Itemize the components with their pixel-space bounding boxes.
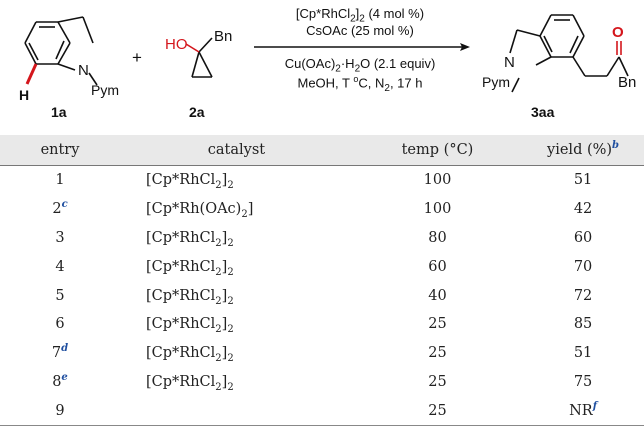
carbonyl-o-label: O <box>612 24 624 41</box>
compound-id-3aa: 3aa <box>531 104 555 120</box>
cell-yield: 51 <box>573 345 593 362</box>
indoline-h-label: H <box>19 87 30 103</box>
compound-id-1a: 1a <box>51 104 67 120</box>
header-entry: entry <box>0 135 120 166</box>
cyclopropanol-o-bond <box>185 43 200 53</box>
table-row: 8e [Cp*RhCl2]2 25 75 <box>0 368 644 397</box>
arrowhead-icon <box>460 43 470 51</box>
table-body: 1 [Cp*RhCl2]2 100 51 2c [Cp*Rh(OAc)2] 100 42 3 [C… <box>0 166 644 427</box>
cell-entry: 1 <box>55 172 65 189</box>
cyclopropanol-bn-label: Bn <box>214 28 233 45</box>
table-row: 4 [Cp*RhCl2]2 60 70 <box>0 252 644 281</box>
cell-catalyst: [Cp*RhCl2]2 <box>146 287 234 307</box>
condition-solvent: MeOH, T oC, N2, 17 h <box>297 74 423 94</box>
table-row: 3 [Cp*RhCl2]2 80 60 <box>0 224 644 253</box>
condition-additive: CsOAc (25 mol %) <box>306 23 414 38</box>
table-row: 1 [Cp*RhCl2]2 100 51 <box>0 166 644 195</box>
cell-entry: 3 <box>55 229 65 246</box>
header-yield: yield (%)b <box>522 135 644 166</box>
cell-catalyst: [Cp*RhCl2]2 <box>146 229 234 249</box>
carbonyl-bond <box>616 41 622 55</box>
cell-temp: 25 <box>428 345 447 362</box>
reaction-scheme <box>24 14 629 93</box>
cell-entry: 5 <box>55 287 65 304</box>
product-pym-label: Pym <box>482 74 510 90</box>
cell-entry: 4 <box>55 258 65 275</box>
cell-yield: 70 <box>573 258 593 275</box>
product-bn-label: Bn <box>618 74 637 91</box>
cell-yield: 42 <box>573 201 593 218</box>
plus-sign: + <box>132 48 142 67</box>
cell-entry: 2c <box>52 199 68 218</box>
cell-temp: 100 <box>423 172 452 189</box>
table-header-row: entry catalyst temp (°C) yield (%)b <box>0 135 644 166</box>
cell-catalyst <box>120 396 353 427</box>
compound-id-2a: 2a <box>189 104 205 120</box>
c7-h-bond <box>25 63 38 85</box>
cell-catalyst: [Cp*RhCl2]2 <box>146 345 234 365</box>
cell-yield: 60 <box>573 229 593 246</box>
cell-catalyst: [Cp*Rh(OAc)2] <box>146 201 254 221</box>
cell-yield: 85 <box>573 316 593 333</box>
product-structure-3aa <box>509 14 629 93</box>
cell-catalyst: [Cp*RhCl2]2 <box>146 316 234 336</box>
table-row: 6 [Cp*RhCl2]2 25 85 <box>0 310 644 339</box>
table-row: 5 [Cp*RhCl2]2 40 72 <box>0 281 644 310</box>
header-temp: temp (°C) <box>352 135 523 166</box>
product-n-label: N <box>504 54 515 71</box>
cell-entry: 7d <box>51 343 69 362</box>
cell-temp: 100 <box>423 201 452 218</box>
cell-catalyst: [Cp*RhCl2]2 <box>146 258 234 278</box>
cell-yield: 72 <box>573 287 593 304</box>
cell-entry: 8e <box>52 372 68 390</box>
cell-temp: 80 <box>428 229 447 246</box>
indoline-n-label: N <box>78 62 89 79</box>
cell-entry: 6 <box>55 316 65 333</box>
header-catalyst: catalyst <box>120 135 353 166</box>
cell-yield: 51 <box>573 172 593 189</box>
cell-catalyst: [Cp*RhCl2]2 <box>146 373 234 393</box>
cell-temp: 25 <box>352 396 523 427</box>
cell-temp: 40 <box>428 287 447 304</box>
optimization-table: entry catalyst temp (°C) yield (%)b 1 [Cp… <box>0 135 644 427</box>
cell-temp: 60 <box>428 258 447 275</box>
cell-catalyst: [Cp*RhCl2]2 <box>146 172 234 192</box>
hydroxyl-label: HO <box>165 36 188 53</box>
indoline-pym-label: Pym <box>91 82 119 98</box>
condition-catalyst: [Cp*RhCl2]2 (4 mol %) <box>295 6 425 25</box>
cell-yield: NRf <box>522 396 644 427</box>
cell-temp: 25 <box>428 316 447 333</box>
cell-entry: 9 <box>0 396 120 427</box>
cell-yield: 75 <box>573 373 593 390</box>
table-row: 2c [Cp*Rh(OAc)2] 100 42 <box>0 195 644 224</box>
cell-temp: 25 <box>428 373 447 390</box>
condition-oxidant: Cu(OAc)2·H2O (2.1 equiv) <box>284 56 436 75</box>
table-row: 7d [Cp*RhCl2]2 25 51 <box>0 339 644 368</box>
cyclopropanol-structure-2a <box>191 37 213 78</box>
